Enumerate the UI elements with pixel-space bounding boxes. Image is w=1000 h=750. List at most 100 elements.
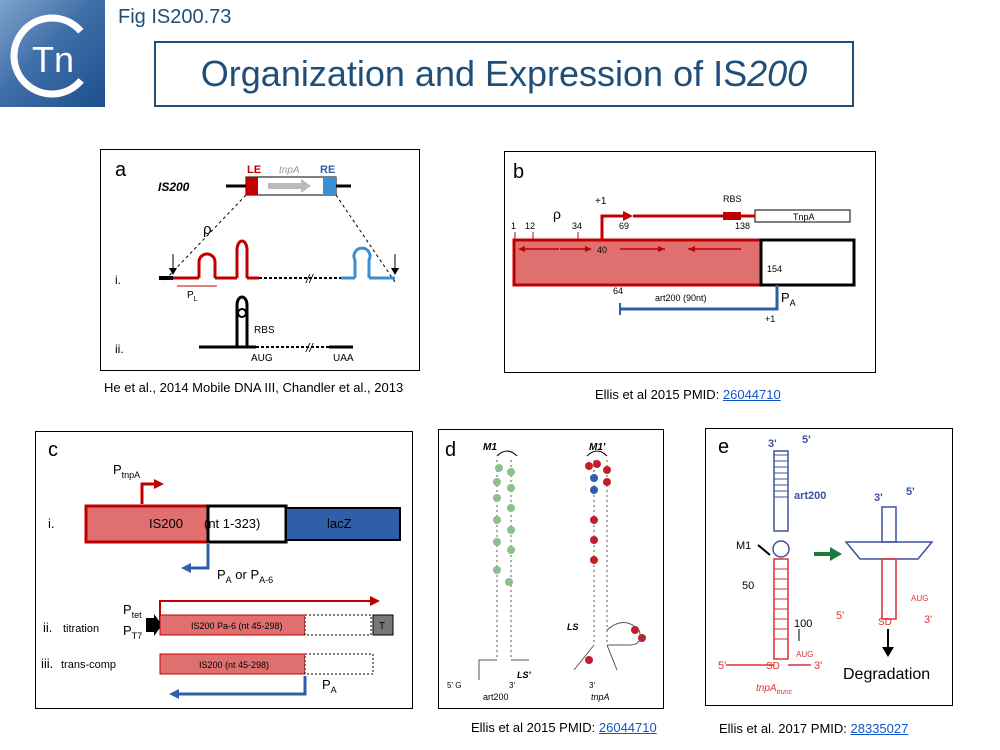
- green-arrow-head: [830, 547, 842, 561]
- e-aug-label: AUG: [796, 650, 813, 659]
- tnpa-stem-rungs: [774, 568, 788, 640]
- tnpa-nt-6: [590, 486, 598, 494]
- tnpa-nt-9: [590, 556, 598, 564]
- pos-34: 34: [572, 221, 582, 231]
- figure-label: Fig IS200.73: [118, 6, 232, 28]
- is200-label: IS200: [158, 180, 190, 194]
- e-three-prime-4: 3': [924, 614, 932, 626]
- complex-stem-bottom: [881, 558, 897, 620]
- panel-b-diagram: b +1 ρ RBS TnpA 1 12 34 69 138 40 154 64…: [511, 161, 856, 324]
- m1-label: M1: [483, 442, 497, 453]
- pos-138: 138: [735, 221, 750, 231]
- panel-b-caption: Ellis et al 2015 PMID: 26044710: [595, 387, 781, 402]
- tn-logo: Tn: [0, 0, 105, 107]
- transcomp-label: trans-comp: [61, 659, 116, 671]
- pos-1: 1: [511, 221, 516, 231]
- is200-label-c: IS200: [149, 516, 183, 531]
- m1-pointer: [757, 544, 771, 556]
- e-hundred-label: 100: [794, 618, 812, 630]
- rbs-label-b: RBS: [723, 194, 742, 204]
- pos-40: 40: [597, 245, 607, 255]
- ls-label: LS: [567, 622, 579, 632]
- transcript-start: [600, 214, 625, 240]
- art200-transcript: [620, 285, 779, 311]
- complex-stem-top: [881, 506, 897, 543]
- tnpa-nt-5: [603, 478, 611, 486]
- art200-nt-9: [493, 538, 501, 546]
- rbs-hairpin: [235, 295, 249, 347]
- tnpa-nt-11: [631, 626, 639, 634]
- right-arrow-head: [391, 268, 399, 275]
- art200-label: art200 (90nt): [655, 293, 707, 303]
- le-hairpin-2: [235, 239, 249, 278]
- e-five-prime-1: 5': [802, 434, 811, 446]
- is200-red-box: [512, 238, 763, 287]
- terminator-label: T: [379, 621, 385, 632]
- panel-b-pmid-link[interactable]: 26044710: [722, 387, 781, 402]
- ptet-label: Ptet: [123, 602, 142, 620]
- e-three-prime-1: 3': [768, 438, 777, 450]
- hairpin-loop: [237, 308, 247, 318]
- ptnpa-arrow: [140, 482, 156, 504]
- art200-base: [478, 659, 529, 680]
- ii-box-label: IS200 Pa-6 (nt 45-298): [191, 621, 283, 631]
- tnpa-arrow: [268, 179, 311, 193]
- tnpa-nt-1: [585, 462, 593, 470]
- break-slash: //: [305, 272, 314, 286]
- panel-d-pmid-link[interactable]: 26044710: [598, 720, 657, 735]
- repeat-arrowhead-2: [585, 246, 592, 252]
- terminator-box: [372, 614, 394, 636]
- pl-label: PL: [187, 290, 198, 303]
- rho-label-b: ρ: [553, 206, 561, 222]
- tnpa-nt-4: [590, 474, 598, 482]
- panel-a-caption: He et al., 2014 Mobile DNA III, Chandler…: [104, 380, 404, 395]
- iii-box-label: IS200 (nt 45-298): [199, 660, 269, 670]
- tnpa-nt-10: [585, 656, 593, 664]
- break-slash-2: //: [305, 341, 314, 355]
- panel-c-diagram: c PtnpA i. IS200 (nt 1-323) lacZ PA or P…: [41, 439, 401, 699]
- panel-d: d M1 LS' 5' G 3' art200 M1': [438, 429, 664, 709]
- tnpa-nt-2: [593, 460, 601, 468]
- title-main: Organization and Expression of IS: [200, 53, 748, 94]
- e-art200-label: art200: [794, 490, 826, 502]
- aug-label: AUG: [251, 353, 273, 364]
- tnpa-label: tnpA: [279, 165, 300, 176]
- panel-c: c PtnpA i. IS200 (nt 1-323) lacZ PA or P…: [35, 431, 413, 709]
- pos-69: 69: [619, 221, 629, 231]
- repeat-arrowhead-4: [688, 246, 695, 252]
- lacz-box: [285, 507, 401, 541]
- iii-white-region: [304, 653, 374, 675]
- five-prime-g: 5' G: [447, 681, 461, 690]
- pt7-arrow: [146, 614, 162, 636]
- ptnpa-arrowhead: [154, 479, 164, 489]
- art200-nt-4: [507, 484, 515, 492]
- pos-12: 12: [525, 221, 535, 231]
- art200-label-d: art200: [483, 692, 509, 702]
- is200-white-box: [759, 238, 856, 287]
- panel-e: e 3' 5' art200 M1 50 100 5' SD AUG 3' tn…: [705, 428, 953, 706]
- uaa-label: UAA: [333, 353, 354, 364]
- row-i-label: i.: [115, 273, 121, 287]
- plus1-top-label: +1: [595, 196, 607, 207]
- panel-e-diagram: e 3' 5' art200 M1 50 100 5' SD AUG 3' tn…: [718, 434, 934, 696]
- art200-nt-3: [493, 478, 501, 486]
- panel-b-caption-text: Ellis et al 2015 PMID:: [595, 387, 723, 402]
- pa-bottom-arrowhead: [169, 689, 179, 699]
- degradation-arrowhead: [882, 647, 894, 657]
- pa-bottom-label: PA: [322, 677, 337, 695]
- tnpa-base: [573, 644, 618, 671]
- row-ii-label: ii.: [115, 342, 124, 356]
- panel-e-pmid-link[interactable]: 28335027: [850, 721, 909, 736]
- e-m1-label: M1: [736, 540, 751, 552]
- ls-prime-label: LS': [517, 670, 532, 680]
- pos-154: 154: [767, 264, 782, 274]
- e-five-prime-4: 5': [836, 610, 844, 622]
- le-hairpin-1: [197, 252, 217, 278]
- e-sd-label-2: SD: [878, 617, 892, 628]
- re-end: [323, 177, 336, 195]
- rbs-marker: [723, 212, 741, 220]
- pos-64: 64: [613, 286, 623, 296]
- m1-prime-label: M1': [589, 442, 606, 453]
- panel-e-letter: e: [718, 436, 729, 458]
- tnpa-label-d: tnpA: [591, 692, 610, 702]
